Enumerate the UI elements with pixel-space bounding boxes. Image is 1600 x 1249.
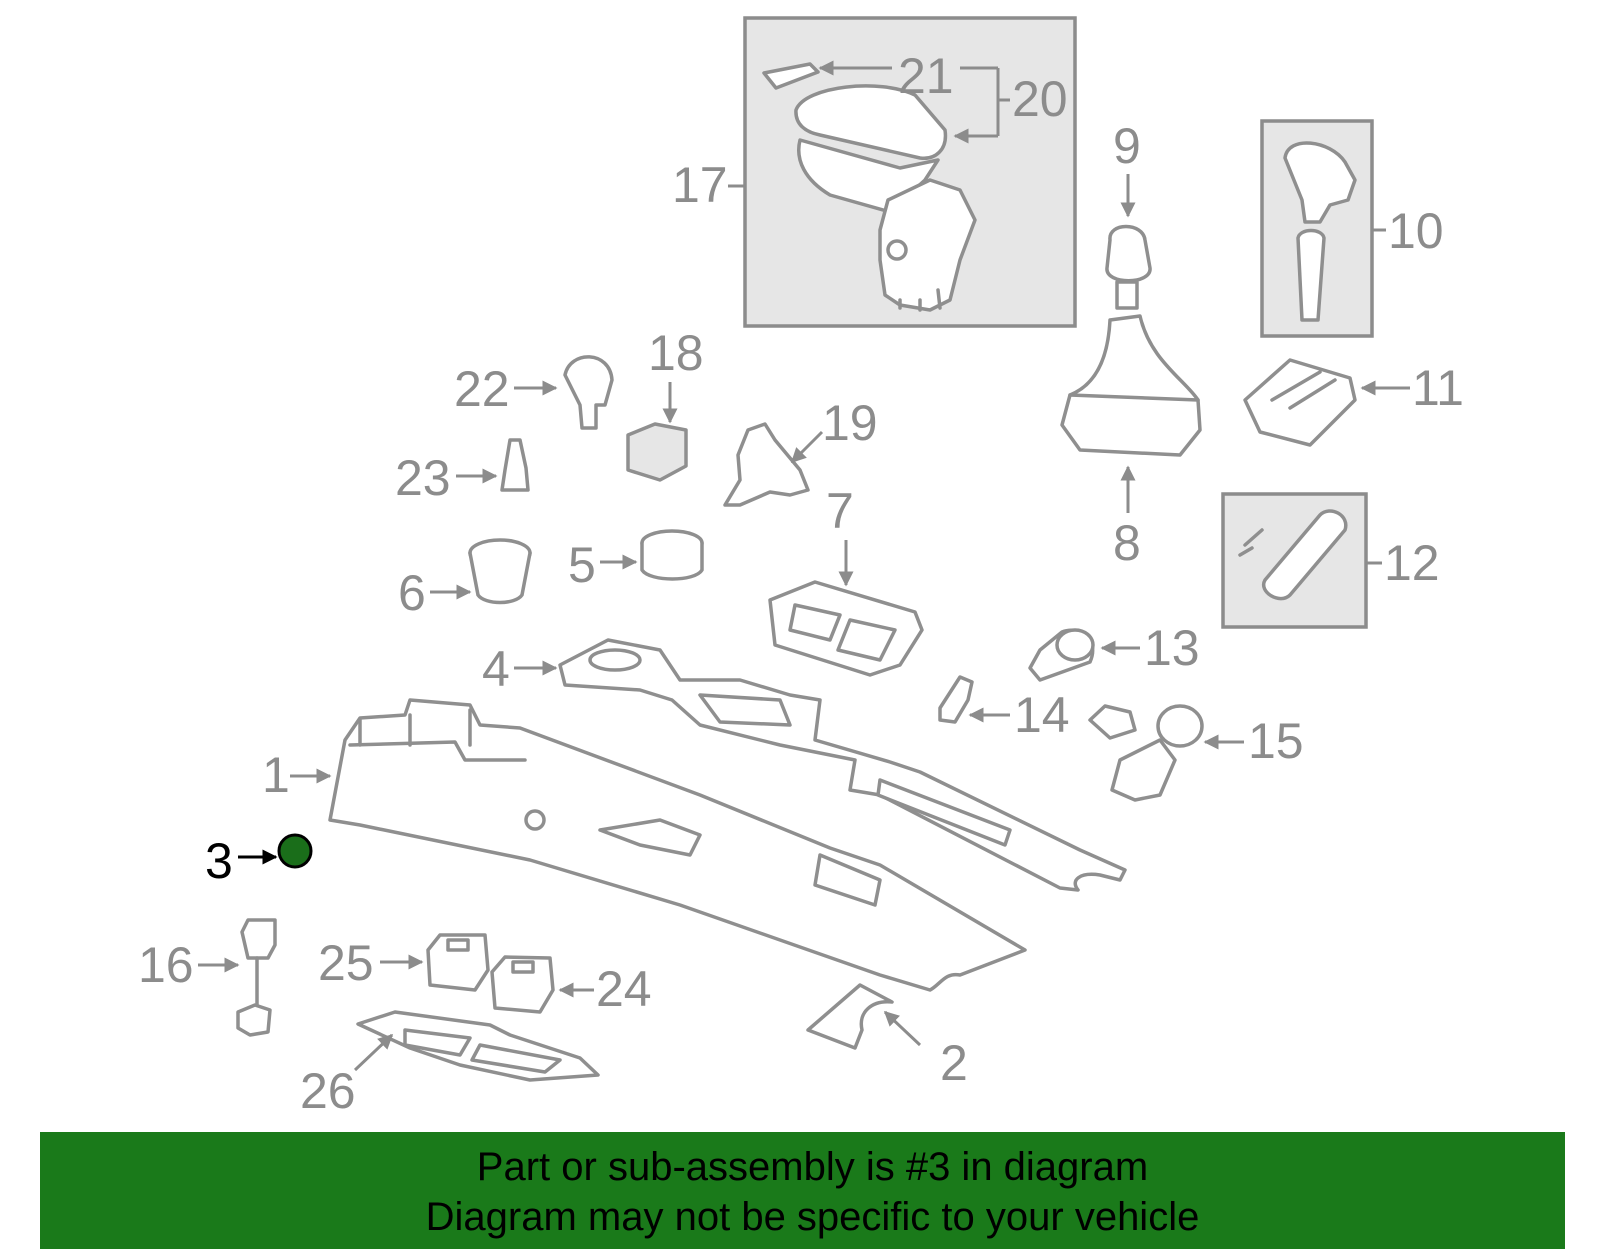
callout-14: 14	[1014, 687, 1070, 743]
center-console	[328, 698, 1027, 992]
cup-holder	[468, 538, 532, 605]
callout-6: 6	[398, 565, 426, 621]
callout-23: 23	[395, 450, 451, 506]
part-2	[806, 983, 894, 1050]
callout-24: 24	[596, 961, 652, 1017]
part-15	[1088, 704, 1204, 802]
callout-13: 13	[1144, 620, 1200, 676]
callout-2: 2	[940, 1035, 968, 1091]
callout-21: 21	[898, 48, 954, 104]
part-23	[500, 438, 530, 492]
callout-26: 26	[300, 1063, 356, 1119]
callout-4: 4	[482, 641, 510, 697]
part-13	[1028, 628, 1095, 682]
highlighted-part-3	[277, 833, 313, 869]
part-16	[236, 918, 277, 1037]
callout-7: 7	[826, 483, 854, 539]
info-banner: Part or sub-assembly is #3 in diagram Di…	[40, 1132, 1565, 1249]
callout-5: 5	[568, 537, 596, 593]
part-18	[626, 422, 688, 482]
console-top-panel	[558, 638, 1127, 892]
callout-20: 20	[1012, 71, 1068, 127]
callout-10: 10	[1388, 203, 1444, 259]
shift-boot	[1060, 314, 1202, 457]
banner-line-2: Diagram may not be specific to your vehi…	[425, 1195, 1200, 1239]
callout-22: 22	[454, 361, 510, 417]
lighter	[1238, 509, 1348, 601]
callout-16: 16	[138, 937, 194, 993]
callout-8: 8	[1113, 515, 1141, 571]
part-5	[640, 529, 704, 581]
trim-panel-26	[356, 1010, 600, 1082]
callout-1: 1	[262, 747, 290, 803]
shift-bezel	[1243, 358, 1357, 447]
callout-9: 9	[1113, 118, 1141, 174]
callout-15: 15	[1248, 713, 1304, 769]
callout-3: 3	[205, 833, 233, 889]
callout-19: 19	[822, 395, 878, 451]
shift-knob	[1105, 224, 1152, 310]
part-19	[723, 422, 810, 507]
callout-17: 17	[672, 157, 728, 213]
part-22	[563, 355, 614, 430]
part-14	[938, 675, 974, 724]
switch-25	[426, 933, 490, 992]
switch-24	[490, 955, 555, 1014]
banner-line-1: Part or sub-assembly is #3 in diagram	[476, 1145, 1149, 1189]
callout-25: 25	[318, 935, 374, 991]
shift-knob-kit	[1283, 141, 1357, 322]
callout-11: 11	[1412, 360, 1464, 416]
armrest-assembly	[762, 62, 977, 312]
callout-12: 12	[1384, 535, 1440, 591]
callout-18: 18	[648, 325, 704, 381]
tray-insert	[768, 580, 924, 677]
